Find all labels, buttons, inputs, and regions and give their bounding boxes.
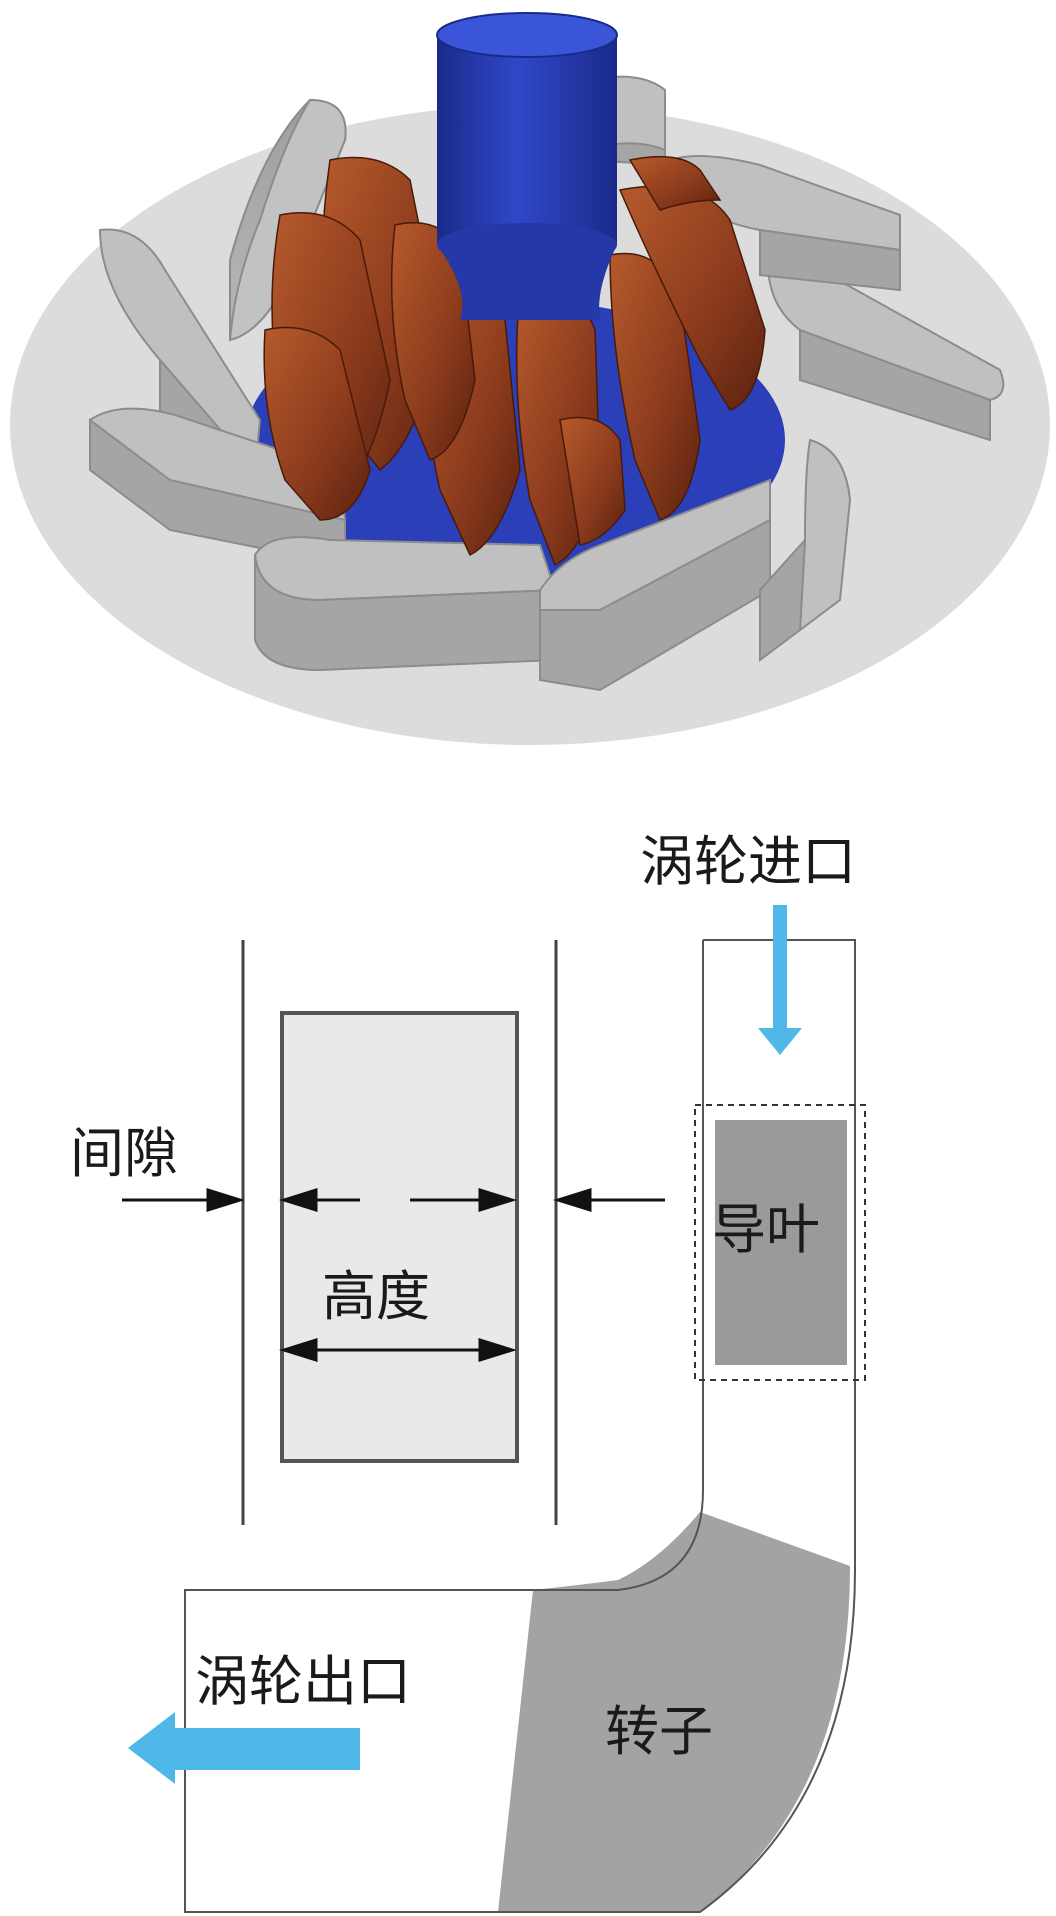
label-turbine-inlet: 涡轮进口 bbox=[640, 830, 856, 893]
label-turbine-outlet: 涡轮出口 bbox=[195, 1650, 411, 1713]
flow-channel bbox=[184, 939, 856, 1913]
guide-vane-box bbox=[694, 1104, 866, 1381]
label-gap: 间隙 bbox=[70, 1122, 178, 1185]
rotor-blade bbox=[559, 416, 626, 546]
nozzle-vane bbox=[668, 155, 901, 292]
blade-height-box bbox=[280, 1011, 519, 1463]
rotor-shape bbox=[498, 1512, 850, 1912]
turbine-3d-render bbox=[10, 12, 1050, 745]
meridional-schematic: 涡轮进口 间隙 高度 导叶 涡轮出口 转子 bbox=[70, 830, 866, 1913]
shaft bbox=[436, 12, 618, 320]
label-guide-vane: 导叶 bbox=[712, 1198, 820, 1261]
outlet-flow-arrow bbox=[128, 1712, 360, 1784]
guide-vane bbox=[715, 1120, 847, 1365]
nozzle-vane bbox=[88, 407, 347, 567]
rotor-blade bbox=[263, 326, 371, 521]
rotor-blade bbox=[628, 155, 722, 211]
rotor-blades bbox=[263, 155, 766, 567]
shaft-top bbox=[436, 12, 618, 58]
height-arrow bbox=[278, 1337, 518, 1363]
inlet-flow-arrow bbox=[758, 905, 802, 1055]
gap-arrows bbox=[122, 1187, 665, 1213]
inner-dashed-arrows bbox=[278, 1187, 518, 1213]
nozzle-vane bbox=[759, 438, 852, 662]
nozzle-vane bbox=[253, 536, 557, 672]
label-height: 高度 bbox=[322, 1265, 430, 1328]
label-rotor: 转子 bbox=[605, 1700, 713, 1763]
